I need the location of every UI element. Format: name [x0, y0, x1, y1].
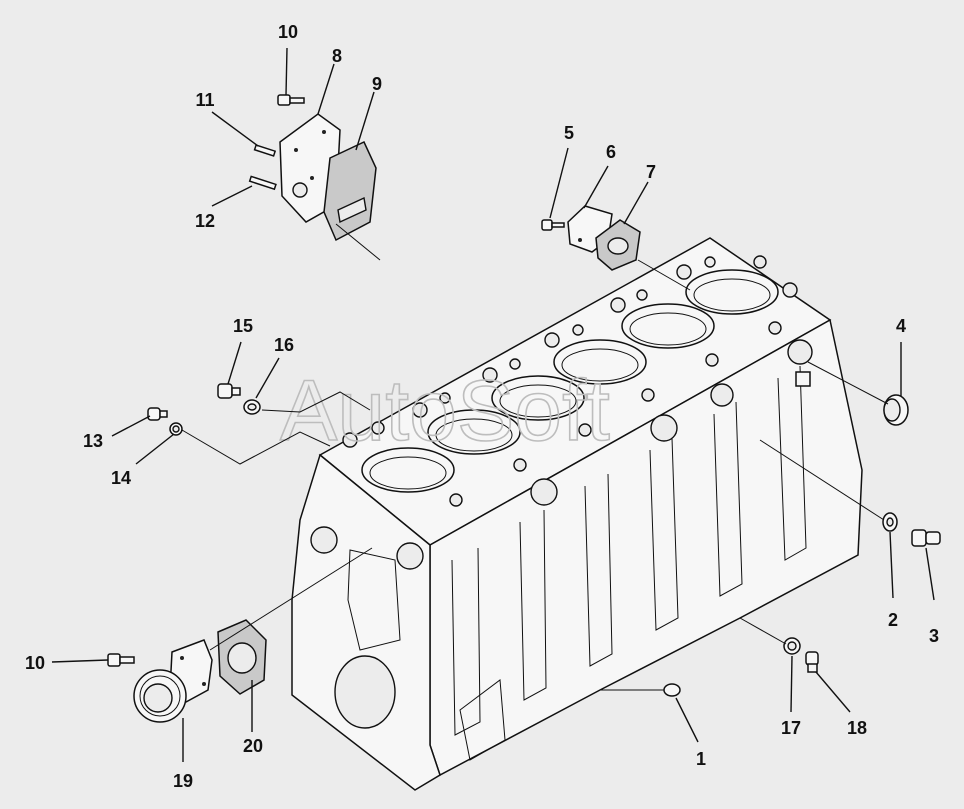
callout-18: 18: [847, 718, 867, 738]
callout-labels: 1 2 3 4 5 6 7 8 9 10 10 11 12 13 14 15 1…: [25, 22, 939, 791]
callout-10-top: 10: [278, 22, 298, 42]
callout-5: 5: [564, 123, 574, 143]
bolt-part-5: [541, 219, 565, 231]
callout-14: 14: [111, 468, 131, 488]
cylinder-block: [291, 237, 863, 791]
callout-15: 15: [233, 316, 253, 336]
callout-3: 3: [929, 626, 939, 646]
callout-13: 13: [83, 431, 103, 451]
gasket-part-9: [323, 140, 377, 242]
callout-20: 20: [243, 736, 263, 756]
callout-17: 17: [781, 718, 801, 738]
callout-12: 12: [195, 211, 215, 231]
callout-10-bottom: 10: [25, 653, 45, 673]
watermark: AutoSoft: [280, 363, 610, 459]
plug-part-1: [663, 683, 681, 697]
water-inlet-part-19: [133, 639, 213, 723]
plug-part-13: [147, 407, 168, 421]
callout-9: 9: [372, 74, 382, 94]
deck-holes: [342, 255, 798, 507]
stud-part-12: [248, 175, 277, 191]
washer-part-16: [243, 399, 261, 415]
callout-16: 16: [274, 335, 294, 355]
washer-part-17: [783, 637, 801, 655]
bolt-part-10-bottom: [107, 653, 135, 667]
plug-part-18: [805, 651, 819, 673]
callout-6: 6: [606, 142, 616, 162]
leader-lines: [51, 47, 935, 762]
callout-1: 1: [696, 749, 706, 769]
bearing-webs: [451, 339, 813, 736]
gasket-part-7: [595, 219, 641, 271]
plug-part-3: [911, 529, 941, 547]
callout-8: 8: [332, 46, 342, 66]
assembly-lines: [181, 223, 889, 691]
gasket-part-20: [217, 619, 267, 695]
washer-part-2: [882, 512, 898, 532]
washer-part-14: [169, 422, 183, 436]
stud-part-11: [253, 144, 277, 157]
callout-2: 2: [888, 610, 898, 630]
callout-7: 7: [646, 162, 656, 182]
callout-19: 19: [173, 771, 193, 791]
cylinder-bores: [361, 269, 779, 493]
block-end-details: [310, 526, 506, 761]
plug-part-4: [883, 394, 909, 426]
callout-4: 4: [896, 316, 906, 336]
plug-part-15: [217, 383, 241, 399]
bolt-part-10-top: [277, 94, 305, 106]
callout-11: 11: [195, 90, 214, 110]
